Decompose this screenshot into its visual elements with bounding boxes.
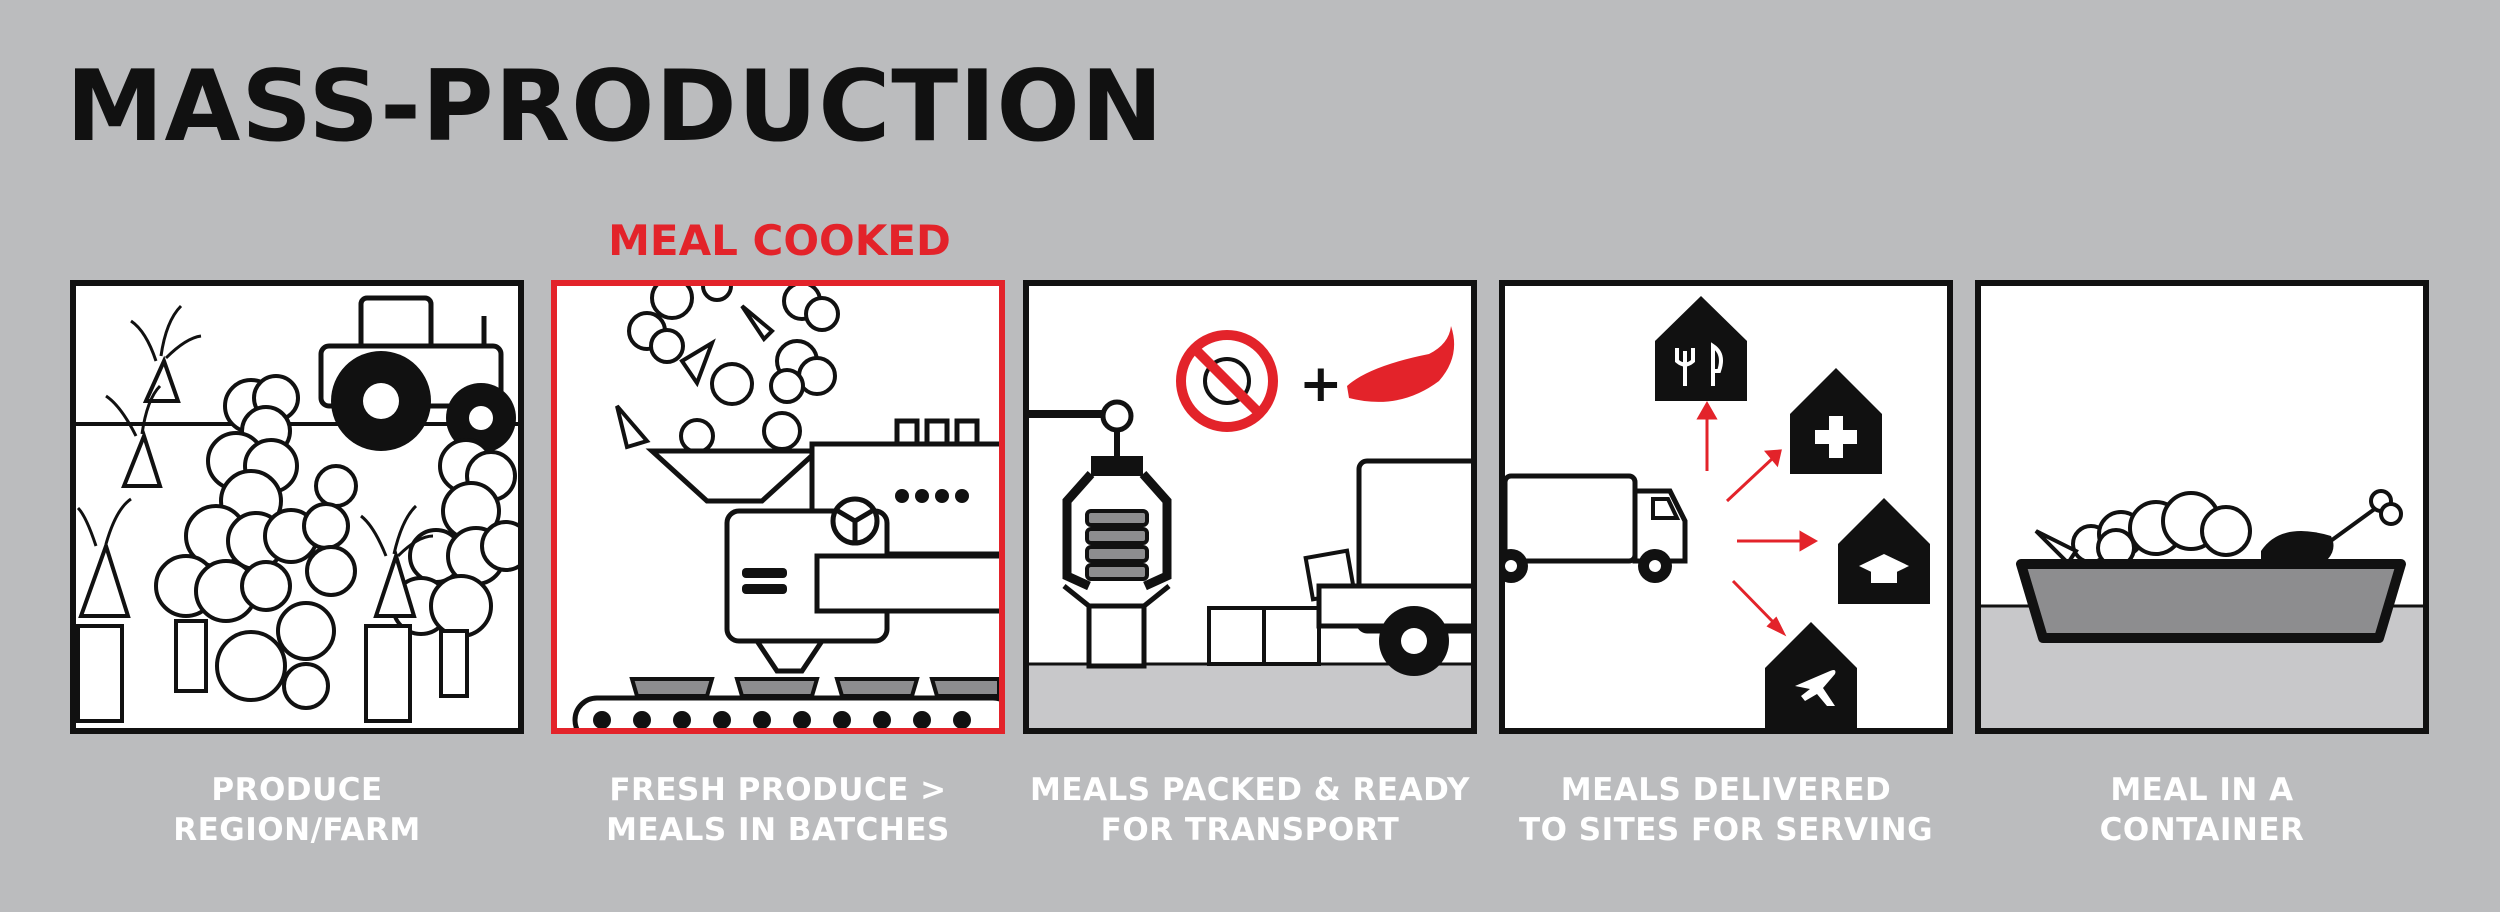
meal-cooked-label: MEAL COOKED xyxy=(608,216,951,265)
caption-line: MEALS IN BATCHES xyxy=(606,812,950,848)
cooking-machine-icon xyxy=(557,286,999,728)
caption-meal-cooked: FRESH PRODUCE > MEALS IN BATCHES xyxy=(543,770,1013,850)
page-title: MASS-PRODUCTION xyxy=(66,50,1164,164)
packing-truck-icon: + xyxy=(1029,286,1471,728)
caption-produce-farm: PRODUCE REGION/FARM xyxy=(62,770,532,850)
panel-meals-delivered xyxy=(1499,280,1953,734)
farm-field-icon xyxy=(76,286,518,728)
caption-line: FRESH PRODUCE > xyxy=(609,772,947,808)
meal-container-icon xyxy=(1981,286,2423,728)
caption-meals-packed: MEALS PACKED & READY FOR TRANSPORT xyxy=(1015,770,1485,850)
delivery-sites-icon xyxy=(1505,286,1947,728)
svg-text:+: + xyxy=(1299,354,1343,414)
caption-meal-container: MEAL IN A CONTAINER xyxy=(1967,770,2437,850)
caption-line: TO SITES FOR SERVING xyxy=(1518,812,1934,848)
panel-produce-farm xyxy=(70,280,524,734)
caption-line: CONTAINER xyxy=(2099,812,2305,848)
caption-line: MEALS PACKED & READY xyxy=(1029,772,1471,808)
panel-meals-packed: + xyxy=(1023,280,1477,734)
caption-line: MEALS DELIVERED xyxy=(1560,772,1892,808)
caption-meals-delivered: MEALS DELIVERED TO SITES FOR SERVING xyxy=(1491,770,1961,850)
panel-meal-container xyxy=(1975,280,2429,734)
caption-line: MEAL IN A xyxy=(2110,772,2294,808)
caption-line: FOR TRANSPORT xyxy=(1100,812,1400,848)
caption-line: REGION/FARM xyxy=(173,812,421,848)
panel-meal-cooked xyxy=(551,280,1005,734)
caption-line: PRODUCE xyxy=(211,772,383,808)
